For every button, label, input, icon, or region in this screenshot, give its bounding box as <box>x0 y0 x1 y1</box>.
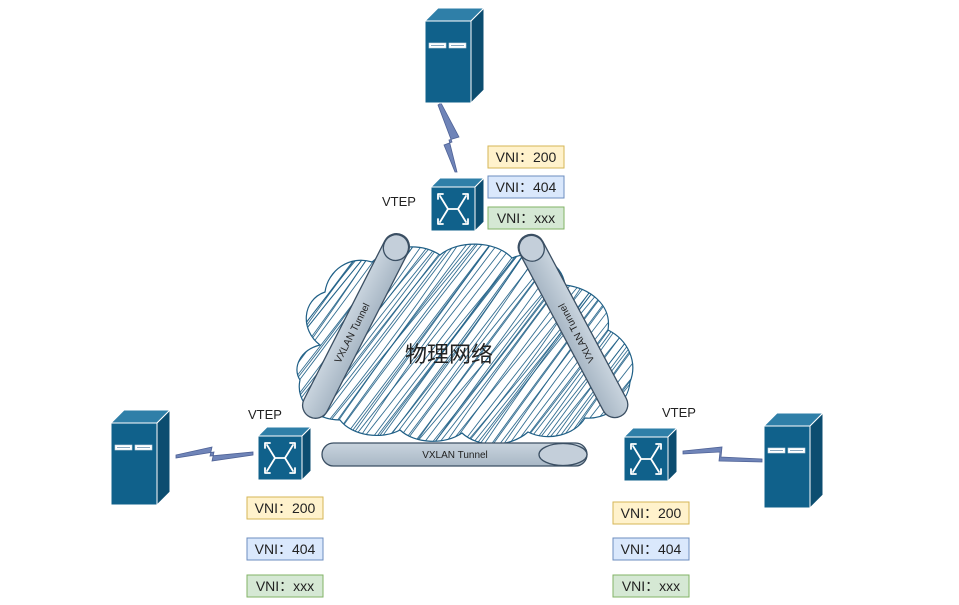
vtep-label-top: VTEP <box>382 194 416 209</box>
tunnel-right: VXLAN Tunnel <box>517 233 629 419</box>
vni-label: VNI：404 <box>621 541 682 557</box>
vni-label: VNI：xxx <box>256 578 314 594</box>
vni-group-right: VNI：200 VNI：404 VNI：xxx <box>612 501 690 598</box>
link-left <box>175 446 254 462</box>
tunnel-bottom: VXLAN Tunnel <box>321 442 588 467</box>
vni-label: VNI：200 <box>255 500 316 516</box>
vni-label: VNI：xxx <box>622 578 680 594</box>
vtep-label-left: VTEP <box>248 407 282 422</box>
vni-box <box>246 574 324 598</box>
vni-box <box>612 574 690 598</box>
server-icon <box>762 411 825 510</box>
vni-label: VNI：200 <box>496 149 557 165</box>
switch-icon <box>622 426 679 483</box>
lightning-link-icon <box>175 446 254 462</box>
vni-label: VNI：404 <box>496 179 557 195</box>
vni-label: VNI：200 <box>621 505 682 521</box>
link-top <box>437 102 460 173</box>
vni-box <box>246 496 324 520</box>
cloud-label: 物理网络 <box>405 343 493 368</box>
vni-box <box>487 145 565 169</box>
vni-box <box>612 501 690 525</box>
vni-label: VNI：xxx <box>497 210 555 226</box>
server-icon <box>109 408 172 507</box>
vni-box <box>487 175 565 199</box>
tunnel-bottom-label: VXLAN Tunnel <box>422 450 488 461</box>
link-right <box>682 446 763 463</box>
vni-box <box>487 206 565 230</box>
switch-icon <box>256 425 313 482</box>
vni-box <box>612 537 690 561</box>
lightning-link-icon <box>437 102 460 173</box>
server-icon <box>423 6 486 105</box>
vni-group-left: VNI：200 VNI：404 VNI：xxx <box>246 496 324 598</box>
vtep-label-right: VTEP <box>662 405 696 420</box>
vni-group-top: VNI：200 VNI：404 VNI：xxx <box>487 145 565 230</box>
lightning-link-icon <box>682 446 763 463</box>
vni-box <box>246 537 324 561</box>
switch-icon <box>429 176 486 233</box>
vni-label: VNI：404 <box>255 541 316 557</box>
